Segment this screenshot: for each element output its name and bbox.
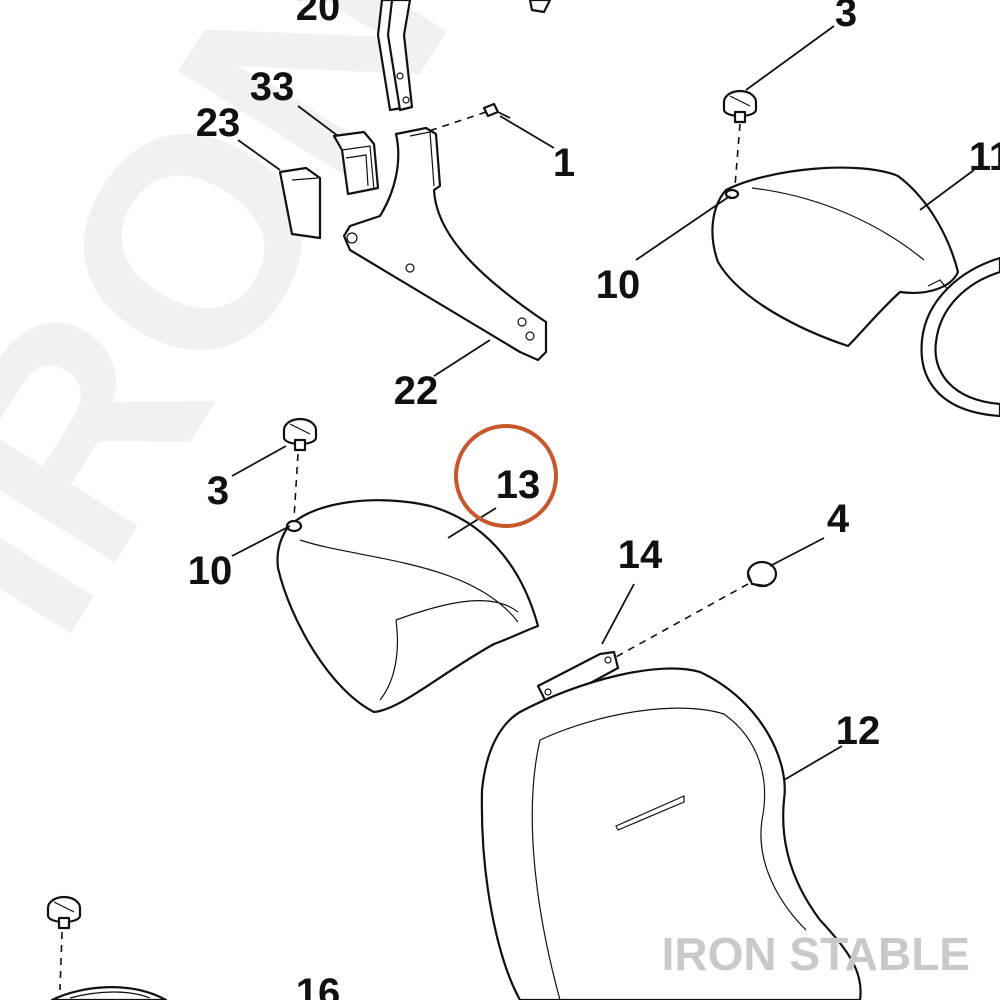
- part-4-install-line: [613, 583, 749, 659]
- callout-labels: 20 3 33 23 1 11 10 22 3 13 4 10 14 12 16: [188, 0, 1000, 1000]
- highlight-ring-part-13: [454, 424, 558, 528]
- callout-16[interactable]: 16: [296, 971, 341, 1000]
- part-16-seat-lower: [46, 895, 168, 1000]
- part-12-rider-seat: [480, 650, 862, 1000]
- part-3-mid-install-line: [293, 453, 299, 519]
- callout-13[interactable]: 13: [496, 463, 541, 507]
- part-13-pillion-pad: [276, 499, 540, 714]
- callout-3-top[interactable]: 3: [835, 0, 857, 35]
- callout-10-mid[interactable]: 10: [188, 549, 233, 593]
- part-3-knob-top: [722, 89, 758, 124]
- brand-watermark: IRON STABLE: [662, 928, 970, 980]
- callout-20[interactable]: 20: [296, 0, 341, 29]
- callout-11[interactable]: 11: [969, 135, 1000, 179]
- part-3-top-install-line: [734, 123, 741, 187]
- part-23-pad: [278, 166, 322, 240]
- part-11-pillion-seat: [711, 166, 960, 348]
- callout-12[interactable]: 12: [836, 709, 881, 753]
- callout-4[interactable]: 4: [827, 497, 850, 541]
- belt-strap: [920, 256, 1000, 418]
- part-20-strap: [376, 0, 552, 112]
- part-22-side-plate: [342, 126, 548, 362]
- callout-33[interactable]: 33: [250, 65, 295, 109]
- part-33-clip: [332, 130, 380, 196]
- part-1-screw: [482, 102, 511, 119]
- part-3-knob-mid: [282, 417, 318, 452]
- callout-1[interactable]: 1: [553, 141, 575, 185]
- callout-3-mid[interactable]: 3: [207, 469, 229, 513]
- callout-22[interactable]: 22: [394, 369, 439, 413]
- callout-14[interactable]: 14: [618, 533, 663, 577]
- callout-23[interactable]: 23: [196, 101, 241, 145]
- part-4-plug: [746, 560, 778, 588]
- leader-lines: [231, 25, 975, 781]
- callout-10-top[interactable]: 10: [596, 263, 641, 307]
